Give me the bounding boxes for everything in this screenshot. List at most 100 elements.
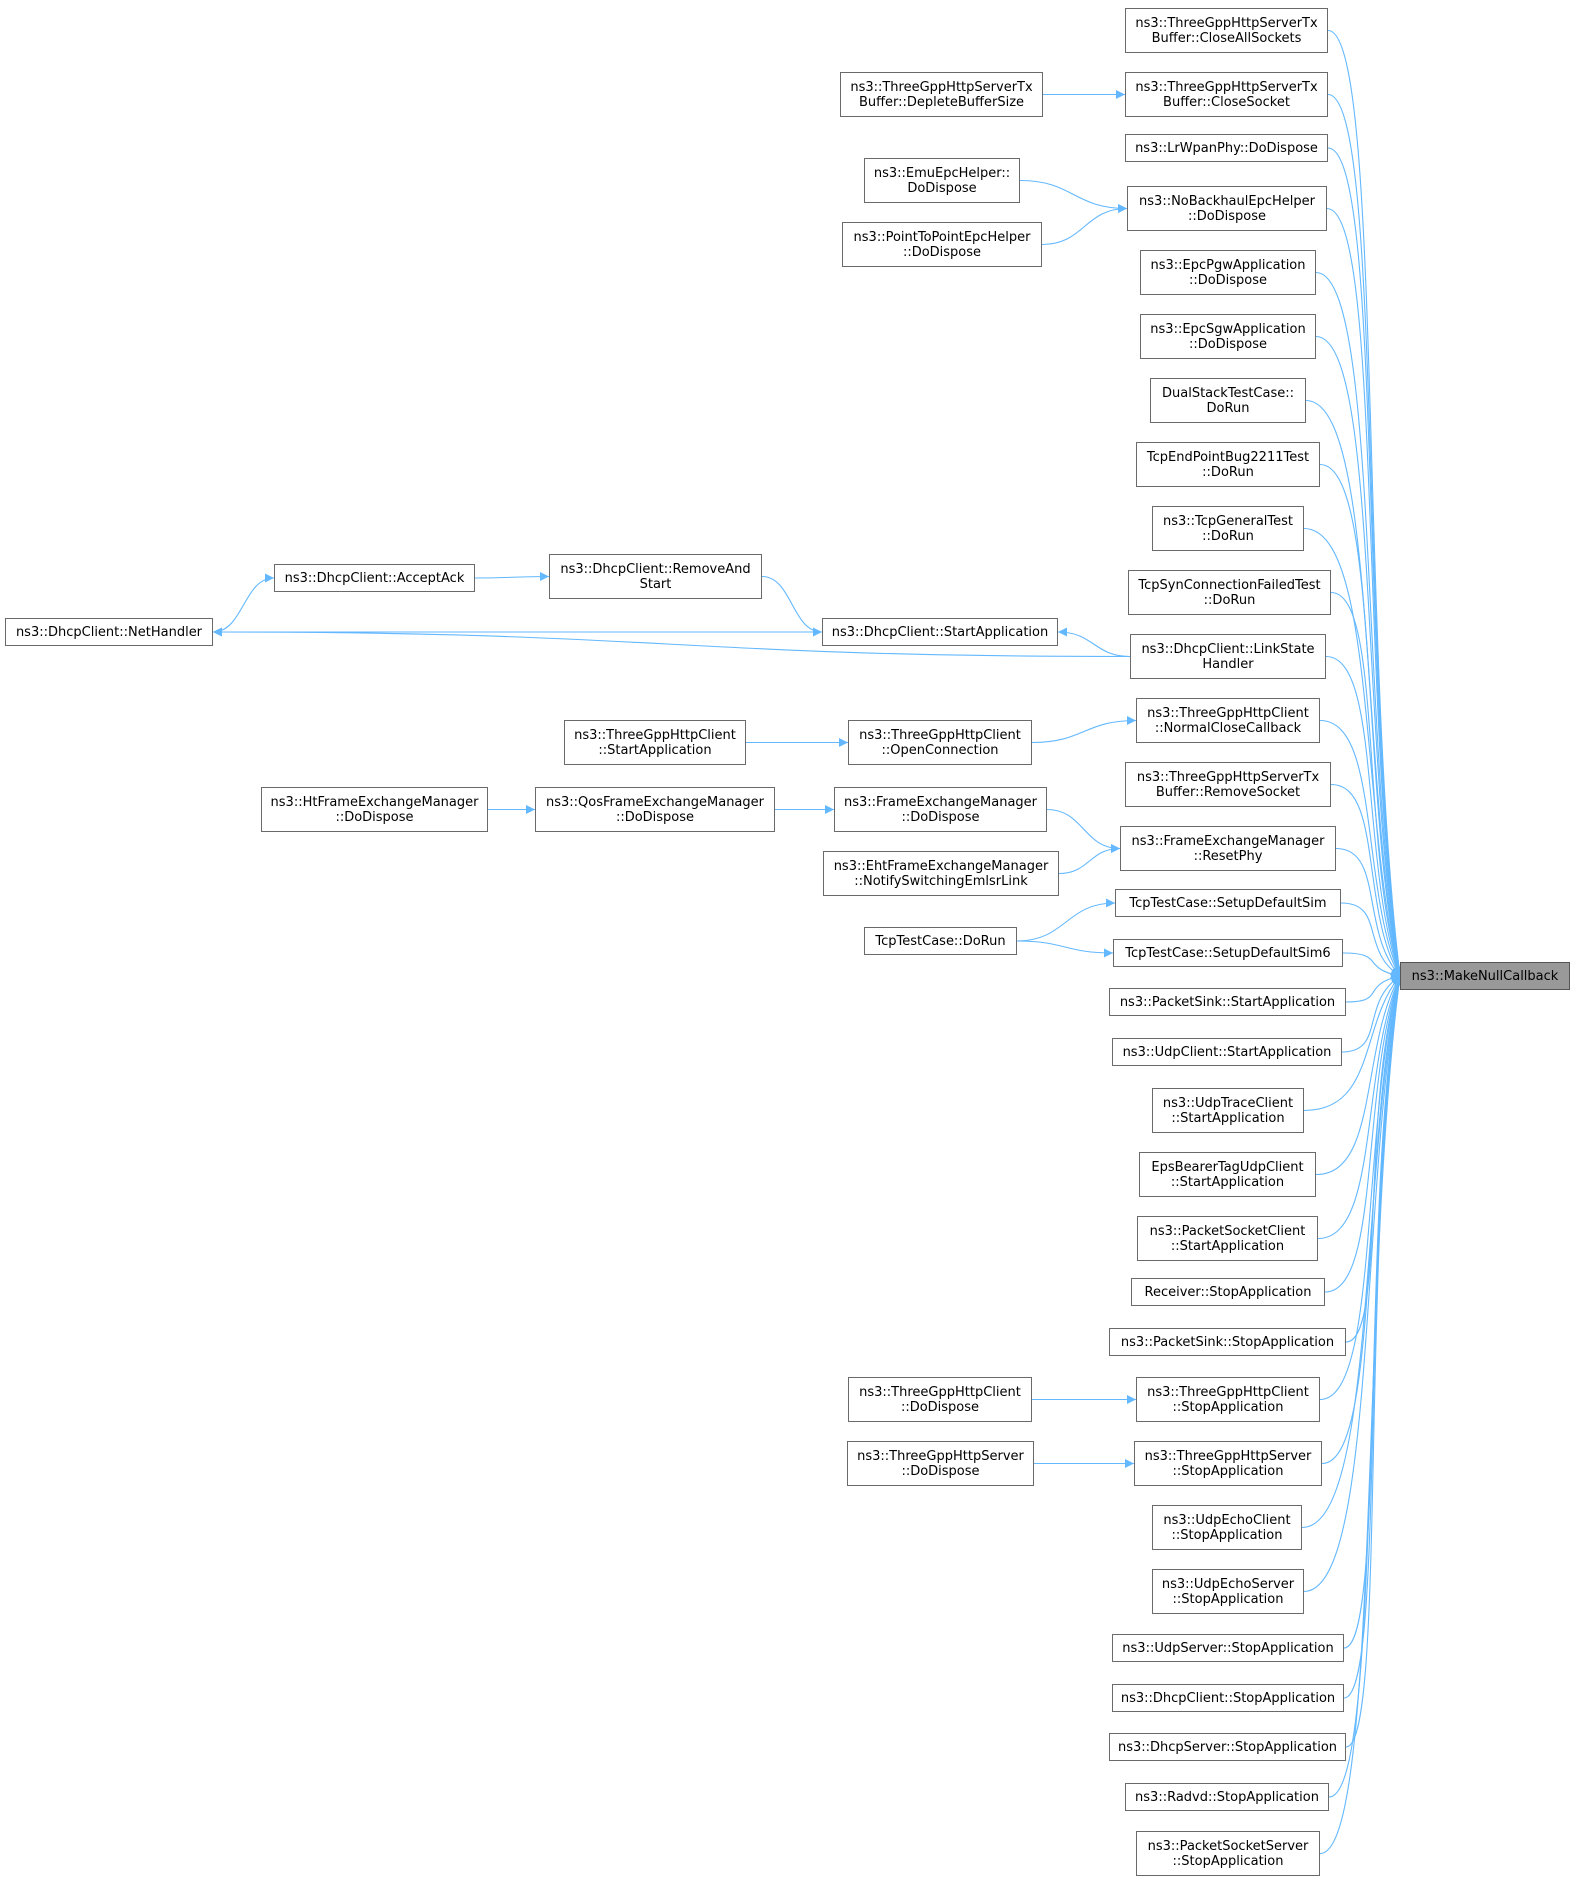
node-emu-epc-do-dispose[interactable]: ns3::EmuEpcHelper::DoDispose (864, 158, 1020, 203)
root-node-make-null-callback[interactable]: ns3::MakeNullCallback (1400, 962, 1570, 990)
edge-epc-sgw-do-dispose-to-root (1315, 335, 1403, 977)
edge-no-backhaul-do-dispose-to-root (1326, 207, 1404, 977)
node-epc-sgw-do-dispose[interactable]: ns3::EpcSgwApplication::DoDispose (1140, 314, 1316, 359)
node-label-line: DoRun (1206, 400, 1250, 416)
node-label-line: ns3::EpcPgwApplication (1150, 257, 1306, 273)
node-label-line: ::StopApplication (1172, 1591, 1284, 1607)
node-dual-stack-do-run[interactable]: DualStackTestCase::DoRun (1150, 378, 1306, 423)
node-label-line: ns3::DhcpClient::LinkState (1141, 641, 1315, 657)
node-udp-server-stop-app[interactable]: ns3::UdpServer::StopApplication (1112, 1634, 1344, 1662)
node-tcp-setup-sim[interactable]: TcpTestCase::SetupDefaultSim (1115, 889, 1341, 917)
node-http-client-stop-app[interactable]: ns3::ThreeGppHttpClient::StopApplication (1136, 1377, 1320, 1422)
edge-udp-server-stop-app-to-root (1343, 975, 1403, 1649)
edge-emu-epc-do-dispose-to-no-backhaul-do-dispose (1019, 179, 1128, 213)
node-label-line: ::DoDispose (615, 809, 695, 825)
node-label-line: ns3::ThreeGppHttpServerTx (1136, 769, 1320, 785)
node-tcp-setup-sim-6[interactable]: TcpTestCase::SetupDefaultSim6 (1113, 939, 1343, 967)
node-dhcp-start-app[interactable]: ns3::DhcpClient::StartApplication (822, 618, 1058, 646)
node-label-line: ::OpenConnection (881, 742, 999, 758)
node-no-backhaul-do-dispose[interactable]: ns3::NoBackhaulEpcHelper::DoDispose (1127, 186, 1327, 231)
node-packet-sink-stop-app[interactable]: ns3::PacketSink::StopApplication (1109, 1328, 1346, 1356)
node-label-line: ns3::DhcpClient::NetHandler (15, 624, 203, 640)
node-http-server-do-dispose[interactable]: ns3::ThreeGppHttpServer::DoDispose (847, 1441, 1034, 1486)
node-label-line: ns3::ThreeGppHttpClient (859, 727, 1021, 743)
node-tcp-syn-do-run[interactable]: TcpSynConnectionFailedTest::DoRun (1128, 570, 1331, 615)
edge-tcp-test-do-run-to-tcp-setup-sim-6 (1016, 940, 1114, 958)
node-http-client-do-dispose[interactable]: ns3::ThreeGppHttpClient::DoDispose (848, 1377, 1032, 1422)
node-dhcp-client-stop-app[interactable]: ns3::DhcpClient::StopApplication (1112, 1684, 1344, 1712)
node-tcp-end-point-do-run[interactable]: TcpEndPointBug2211Test::DoRun (1136, 442, 1320, 487)
edge-tcp-syn-do-run-to-root (1330, 591, 1402, 977)
node-label-line: ns3::TcpGeneralTest (1162, 513, 1293, 529)
edge-eht-fem-notify-to-fem-reset-phy (1058, 844, 1121, 875)
node-dhcp-server-stop-app[interactable]: ns3::DhcpServer::StopApplication (1109, 1733, 1346, 1761)
edge-udp-echo-client-stop-app-to-root (1301, 975, 1403, 1529)
node-http-server-stop-app[interactable]: ns3::ThreeGppHttpServer::StopApplication (1134, 1441, 1322, 1486)
edge-dhcp-client-stop-app-to-root (1343, 975, 1404, 1699)
edge-dhcp-link-state-to-dhcp-net-handler (212, 627, 1131, 658)
node-tcp-general-do-run[interactable]: ns3::TcpGeneralTest::DoRun (1152, 506, 1304, 551)
node-label-line: Buffer::RemoveSocket (1155, 784, 1301, 800)
node-label-line: ns3::UdpTraceClient (1162, 1095, 1294, 1111)
node-label-line: ns3::ThreeGppHttpServerTx (1135, 15, 1318, 31)
node-dhcp-accept-ack[interactable]: ns3::DhcpClient::AcceptAck (274, 564, 475, 592)
node-label-line: ns3::ThreeGppHttpServer (857, 1448, 1024, 1464)
node-eht-fem-notify[interactable]: ns3::EhtFrameExchangeManager::NotifySwit… (823, 851, 1059, 896)
edge-remove-socket-to-root (1330, 783, 1401, 977)
node-receiver-stop-app[interactable]: Receiver::StopApplication (1131, 1278, 1325, 1306)
node-label-line: ::DoDispose (901, 809, 980, 825)
edge-lr-wpan-phy-do-dispose-to-root (1327, 147, 1404, 977)
node-label-line: ::StartApplication (1170, 1238, 1285, 1254)
node-label-line: ::StartApplication (598, 742, 712, 758)
node-label-line: ::DoDispose (1188, 272, 1268, 288)
node-pkt-socket-client-start-app[interactable]: ns3::PacketSocketClient::StartApplicatio… (1137, 1216, 1318, 1261)
node-fem-do-dispose[interactable]: ns3::FrameExchangeManager::DoDispose (834, 787, 1047, 832)
node-qos-fem-do-dispose[interactable]: ns3::QosFrameExchangeManager::DoDispose (535, 787, 775, 832)
node-fem-reset-phy[interactable]: ns3::FrameExchangeManager::ResetPhy (1120, 826, 1336, 871)
node-http-client-normal-close[interactable]: ns3::ThreeGppHttpClient::NormalCloseCall… (1136, 698, 1320, 743)
node-label-line: Buffer::DepleteBufferSize (858, 94, 1025, 110)
node-label-line: ::StopApplication (1172, 1853, 1284, 1869)
node-label-line: ns3::MakeNullCallback (1411, 968, 1559, 984)
node-label-line: ns3::ThreeGppHttpClient (859, 1384, 1021, 1400)
node-label-line: Start (639, 576, 672, 592)
node-p-2p-epc-do-dispose[interactable]: ns3::PointToPointEpcHelper::DoDispose (842, 222, 1042, 267)
node-radvd-stop-app[interactable]: ns3::Radvd::StopApplication (1125, 1783, 1329, 1811)
node-udp-echo-client-stop-app[interactable]: ns3::UdpEchoClient::StopApplication (1152, 1505, 1302, 1550)
node-label-line: ns3::ThreeGppHttpServerTx (1135, 79, 1318, 95)
node-label-line: TcpSynConnectionFailedTest (1138, 577, 1321, 593)
node-packet-sink-start-app[interactable]: ns3::PacketSink::StartApplication (1109, 988, 1346, 1016)
node-label-line: TcpTestCase::SetupDefaultSim6 (1125, 945, 1331, 961)
node-dhcp-net-handler[interactable]: ns3::DhcpClient::NetHandler (5, 618, 213, 646)
node-ht-fem-do-dispose[interactable]: ns3::HtFrameExchangeManager::DoDispose (261, 787, 488, 832)
node-pkt-socket-server-stop-app[interactable]: ns3::PacketSocketServer::StopApplication (1136, 1831, 1320, 1876)
node-udp-trace-start-app[interactable]: ns3::UdpTraceClient::StartApplication (1152, 1088, 1304, 1133)
node-tcp-test-do-run[interactable]: TcpTestCase::DoRun (864, 927, 1017, 955)
edge-pkt-socket-client-start-app-to-root (1317, 975, 1401, 1240)
node-label-line: ns3::UdpClient::StartApplication (1122, 1044, 1332, 1060)
node-label-line: ::ResetPhy (1193, 848, 1263, 864)
edge-close-all-sockets-to-root (1327, 29, 1404, 977)
node-label-line: ns3::PacketSocketServer (1147, 1838, 1309, 1854)
node-label-line: ns3::DhcpClient::StopApplication (1120, 1690, 1336, 1706)
edge-tcp-setup-sim-6-to-root (1342, 952, 1401, 979)
node-label-line: ::StartApplication (1171, 1110, 1285, 1126)
node-udp-client-start-app[interactable]: ns3::UdpClient::StartApplication (1112, 1038, 1342, 1066)
edge-tcp-end-point-do-run-to-root (1319, 463, 1403, 977)
node-http-client-start-app[interactable]: ns3::ThreeGppHttpClient::StartApplicatio… (564, 720, 746, 765)
node-eps-bearer-start-app[interactable]: EpsBearerTagUdpClient::StartApplication (1139, 1152, 1316, 1197)
node-label-line: ::DoDispose (900, 1399, 980, 1415)
node-epc-pgw-do-dispose[interactable]: ns3::EpcPgwApplication::DoDispose (1140, 250, 1316, 295)
node-label-line: ns3::DhcpClient::AcceptAck (284, 570, 465, 586)
node-udp-echo-server-stop-app[interactable]: ns3::UdpEchoServer::StopApplication (1152, 1569, 1304, 1614)
edge-http-server-stop-app-to-root (1321, 975, 1403, 1465)
node-label-line: ns3::FrameExchangeManager (1131, 833, 1325, 849)
node-http-client-open-conn[interactable]: ns3::ThreeGppHttpClient::OpenConnection (848, 720, 1032, 765)
node-lr-wpan-phy-do-dispose[interactable]: ns3::LrWpanPhy::DoDispose (1125, 134, 1328, 162)
